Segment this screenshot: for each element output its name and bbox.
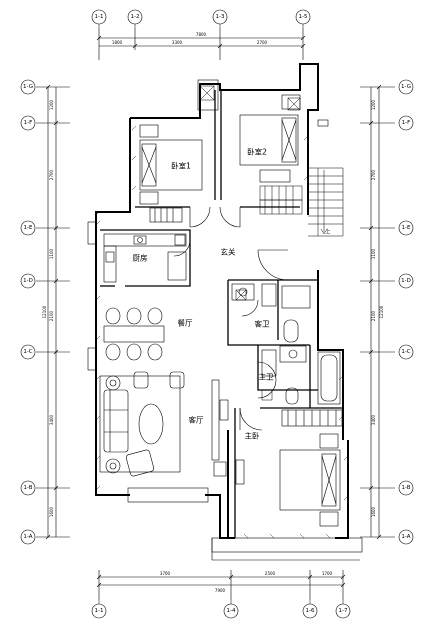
axis-bubble-right-G — [398, 79, 414, 95]
axis-bubble-right-D — [398, 273, 414, 289]
room-label-living: 客厅 — [189, 415, 204, 425]
bottom-dim-total: 7900 — [215, 588, 226, 593]
left-dim-total: 12100 — [42, 305, 47, 318]
top-dim-total: 7800 — [196, 32, 207, 37]
axis-label-right-G: 1-G — [401, 84, 411, 90]
axis-bubble-left-F — [20, 115, 36, 131]
left-dim-3: 1100 — [49, 248, 54, 259]
axis-bubble-right-F — [398, 115, 414, 131]
staircase — [259, 167, 344, 237]
axis-label-bottom-1: 1-1 — [95, 608, 104, 614]
axis-label-bottom-3: 1-6 — [306, 608, 315, 614]
left-dim-2: 2700 — [49, 169, 54, 180]
axis-label-left-G: 1-G — [23, 84, 33, 90]
top-dim-3: 2700 — [257, 40, 268, 45]
bottom-dim-3: 1700 — [322, 571, 333, 576]
master-bed — [235, 409, 343, 527]
axis-bubble-left-E — [20, 220, 36, 236]
room-label-bedroom1: 卧室1 — [171, 161, 191, 171]
axis-label-right-D: 1-D — [401, 278, 411, 284]
axis-bubble-right-B — [398, 480, 414, 496]
axis-label-top-2: 1-2 — [131, 14, 140, 20]
room-label-foyer: 玄关 — [221, 247, 236, 257]
axis-label-left-E: 1-E — [24, 225, 33, 231]
axis-label-right-C: 1-C — [401, 349, 410, 355]
axis-label-left-F: 1-F — [24, 120, 33, 126]
axis-label-left-A: 1-A — [23, 534, 32, 540]
axis-bubble-right-C — [398, 344, 414, 360]
axis-label-right-B: 1-B — [401, 485, 410, 491]
axis-bubble-left-C — [20, 344, 36, 360]
bottom-dim-2: 2500 — [265, 571, 276, 576]
bottom-dimension-group — [96, 570, 346, 600]
axis-label-top-1: 1-1 — [95, 14, 104, 20]
axis-label-bottom-2: 1-4 — [227, 608, 236, 614]
top-dimension-group — [96, 28, 306, 60]
axis-bubble-right-E — [398, 220, 414, 236]
axis-label-right-F: 1-F — [402, 120, 411, 126]
axis-bubble-right-A — [398, 529, 414, 545]
left-dimension-group — [36, 84, 70, 540]
axis-label-left-D: 1-D — [23, 278, 33, 284]
bath-fixtures — [231, 283, 341, 405]
axis-bubble-left-B — [20, 480, 36, 496]
left-dim-5: 3400 — [49, 414, 54, 425]
bay-windows — [87, 79, 363, 561]
wall-hatching — [95, 125, 349, 539]
interior-walls — [100, 90, 343, 538]
living-furniture — [99, 371, 227, 477]
door-swings — [173, 206, 289, 431]
bed-2 — [239, 94, 301, 183]
left-dim-4: 2100 — [49, 310, 54, 321]
axis-label-top-4: 1-5 — [299, 14, 308, 20]
room-label-guest-bath: 客卫 — [255, 319, 270, 329]
left-dim-6: 1600 — [49, 506, 54, 517]
axis-bubble-left-D — [20, 273, 36, 289]
left-dim-1: 1200 — [49, 99, 54, 110]
stair-up-label: 上 — [325, 228, 330, 235]
right-dim-total: 12100 — [379, 305, 384, 318]
room-label-master-bed: 主卧 — [245, 431, 260, 441]
bed-1 — [139, 124, 203, 205]
axis-label-top-3: 1-3 — [216, 14, 225, 20]
right-dimension-group — [360, 84, 395, 540]
right-dim-6: 1600 — [371, 506, 376, 517]
dining-table — [103, 307, 165, 361]
axis-label-right-E: 1-E — [402, 225, 411, 231]
right-dim-5: 3400 — [371, 414, 376, 425]
bottom-dim-1: 3700 — [160, 571, 171, 576]
kitchen-fixtures — [103, 233, 187, 283]
right-dim-4: 2100 — [371, 310, 376, 321]
right-dim-1: 1200 — [371, 99, 376, 110]
right-dim-2: 2700 — [371, 169, 376, 180]
axis-bubble-left-A — [20, 529, 36, 545]
wardrobe-1 — [149, 207, 183, 223]
axis-label-right-A: 1-A — [401, 534, 410, 540]
axis-label-left-C: 1-C — [23, 349, 32, 355]
room-label-kitchen: 厨房 — [133, 253, 148, 263]
axis-label-left-B: 1-B — [23, 485, 32, 491]
axis-bubble-left-G — [20, 79, 36, 95]
shafts — [199, 85, 301, 401]
top-dim-2: 3300 — [172, 40, 183, 45]
room-label-dining: 餐厅 — [178, 319, 193, 328]
right-dim-3: 1100 — [371, 248, 376, 259]
room-label-master-bath: 主卫 — [259, 372, 274, 382]
room-label-bedroom2: 卧室2 — [247, 147, 267, 157]
top-dim-1: 1800 — [112, 40, 123, 45]
axis-label-bottom-4: 1-7 — [339, 608, 348, 614]
